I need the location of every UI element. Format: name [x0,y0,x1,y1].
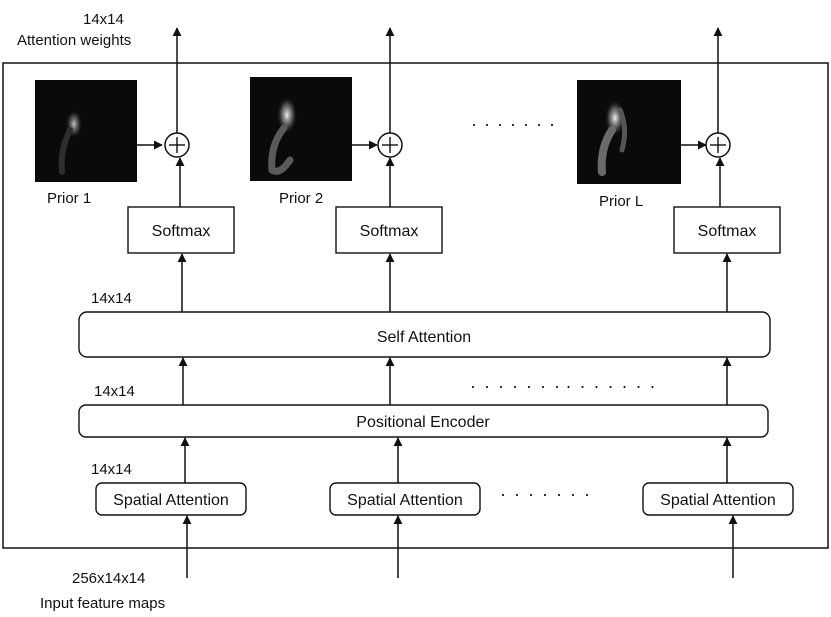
softmax-label-2: Softmax [360,223,419,240]
prior-l-label: Prior L [599,193,643,210]
positional-encoder-label: Positional Encoder [356,414,490,431]
input-size-label: 256x14x14 [72,570,145,587]
prior-2-image [250,77,352,181]
softmax-label-l: Softmax [698,223,757,240]
dim-label-spatial-attention: 14x14 [91,461,132,478]
positional-encoder-block: Positional Encoder [78,404,769,438]
sum-node-2 [377,132,403,158]
prior-1-image [35,80,137,182]
output-size-label: 14x14 [83,11,124,28]
ellipsis-spatial: · · · · · · · [500,484,591,504]
spatial-attention-box-1: Spatial Attention [95,482,247,516]
ellipsis-priors: · · · · · · · [471,114,556,134]
outer-frame [2,62,829,549]
output-name-label: Attention weights [17,32,131,49]
dim-label-self-attention: 14x14 [91,290,132,307]
spatial-attention-label-l: Spatial Attention [660,492,776,509]
input-name-label: Input feature maps [40,595,165,612]
self-attention-label: Self Attention [377,329,471,346]
softmax-label-1: Softmax [152,223,211,240]
dim-label-positional-encoder: 14x14 [94,383,135,400]
prior-1-label: Prior 1 [47,190,91,207]
sum-node-l [705,132,731,158]
spatial-attention-label-2: Spatial Attention [347,492,463,509]
prior-2-label: Prior 2 [279,190,323,207]
spatial-attention-box-2: Spatial Attention [329,482,481,516]
sum-node-1 [164,132,190,158]
spatial-attention-box-l: Spatial Attention [642,482,794,516]
spatial-attention-label-1: Spatial Attention [113,492,229,509]
self-attention-block: Self Attention [78,311,771,358]
prior-l-image [577,80,681,184]
softmax-box-2: Softmax [335,206,443,254]
softmax-box-1: Softmax [127,206,235,254]
ellipsis-encoder: · · · · · · ·· · · · · · · [470,376,657,396]
softmax-box-l: Softmax [673,206,781,254]
